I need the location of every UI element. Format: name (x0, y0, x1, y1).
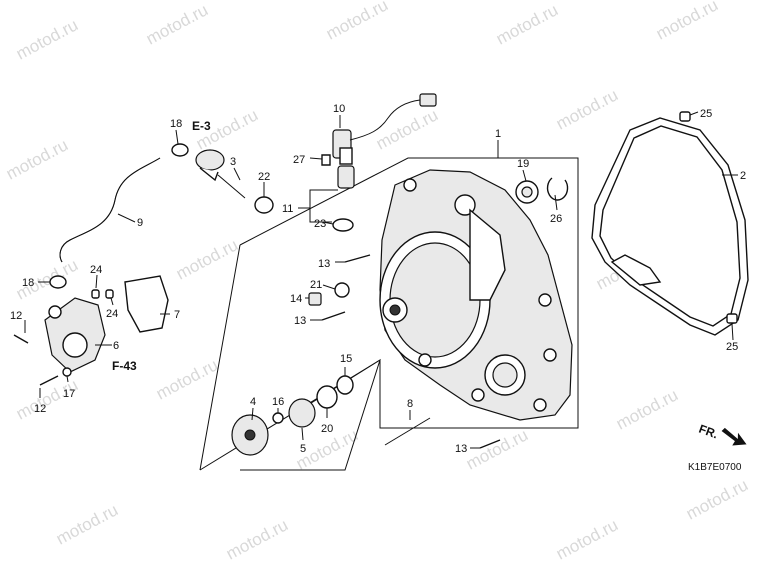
callout-13: 13 (455, 443, 467, 455)
callout-25: 25 (726, 341, 738, 353)
callout-6: 6 (113, 340, 119, 352)
leader-lines (24, 111, 738, 449)
cover-gasket (591, 117, 749, 336)
bolt (321, 311, 346, 321)
oil-filler-cap (195, 149, 246, 199)
impeller (231, 414, 269, 456)
callout-11: 11 (282, 203, 293, 215)
callout-3: 3 (230, 156, 236, 168)
callout-7: 7 (174, 309, 180, 321)
washer (272, 412, 284, 424)
mechanical-seal (288, 398, 316, 428)
watermark: motod.ru (613, 385, 681, 433)
bolt (344, 254, 371, 263)
water-pump-body (44, 297, 106, 373)
o-ring (332, 218, 354, 232)
watermark: motod.ru (323, 0, 391, 44)
sealing-washer (334, 282, 350, 298)
watermark: motod.ru (553, 515, 621, 563)
pump-gasket (124, 275, 169, 333)
washer (62, 367, 72, 377)
cover-group-frame (374, 157, 579, 429)
front-arrow-icon (721, 427, 747, 446)
reference-f43: F-43 (112, 359, 137, 373)
callout-26: 26 (550, 213, 562, 225)
hose-clamp (171, 143, 189, 157)
water-hose (59, 157, 161, 263)
callout-24: 24 (106, 308, 118, 320)
callout-17: 17 (63, 388, 75, 400)
callout-18: 18 (22, 277, 34, 289)
dowel-pin (679, 111, 691, 122)
plug (308, 292, 322, 306)
watermark: motod.ru (173, 235, 241, 283)
bolt (479, 439, 501, 449)
diagram-code: K1B7E0700 (688, 462, 742, 473)
callout-10: 10 (333, 103, 345, 115)
watermark: motod.ru (223, 515, 291, 563)
callout-14: 14 (290, 293, 302, 305)
callout-13: 13 (318, 258, 330, 270)
callout-24: 24 (90, 264, 102, 276)
oil-seal (336, 375, 354, 395)
watermark: motod.ru (683, 475, 751, 523)
bolt (13, 334, 29, 344)
hose-clamp (49, 275, 67, 289)
watermark: motod.ru (493, 0, 561, 48)
bolt (39, 375, 59, 386)
filler-o-ring (254, 196, 274, 214)
dowel-pin (726, 313, 738, 324)
dowel-pin (91, 289, 100, 299)
watermark: motod.ru (3, 135, 71, 183)
snap-ring (546, 177, 569, 201)
bearing-inner (521, 186, 533, 198)
front-label: FR. (697, 422, 720, 442)
callout-25: 25 (700, 108, 712, 120)
bolt-head (321, 154, 331, 166)
callout-22: 22 (258, 171, 270, 183)
front-indicator: FR. (697, 422, 747, 446)
callout-19: 19 (517, 158, 529, 170)
callout-15: 15 (340, 353, 352, 365)
watermark: motod.ru (13, 15, 81, 63)
pump-shaft (384, 417, 431, 446)
dowel-pin (105, 289, 114, 299)
callout-1: 1 (495, 128, 501, 140)
oil-seal (316, 385, 338, 409)
callout-20: 20 (321, 423, 333, 435)
sensor-body (337, 165, 355, 189)
callout-9: 9 (137, 217, 143, 229)
watermark: motod.ru (653, 0, 721, 44)
watermark: motod.ru (153, 355, 221, 403)
speed-sensor (332, 93, 437, 165)
watermark: motod.ru (373, 105, 441, 153)
callout-23: 23 (314, 218, 326, 230)
reference-e3: E-3 (192, 119, 211, 133)
water-hose-inner (59, 157, 161, 263)
callout-5: 5 (300, 443, 306, 455)
callout-8: 8 (407, 398, 413, 410)
watermark: motod.ru (143, 0, 211, 48)
callout-27: 27 (293, 154, 305, 166)
callout-21: 21 (310, 279, 322, 291)
callout-12: 12 (10, 310, 22, 322)
pump-group-frame (199, 174, 376, 471)
callout-16: 16 (272, 396, 284, 408)
callout-4: 4 (250, 396, 256, 408)
callout-18: 18 (170, 118, 182, 130)
callout-13: 13 (294, 315, 306, 327)
watermark: motod.ru (53, 500, 121, 548)
callout-2: 2 (740, 170, 746, 182)
watermark: motod.ru (553, 85, 621, 133)
crankcase-cover (379, 169, 573, 421)
callout-12: 12 (34, 403, 46, 415)
watermark: motod.ru (463, 425, 531, 473)
